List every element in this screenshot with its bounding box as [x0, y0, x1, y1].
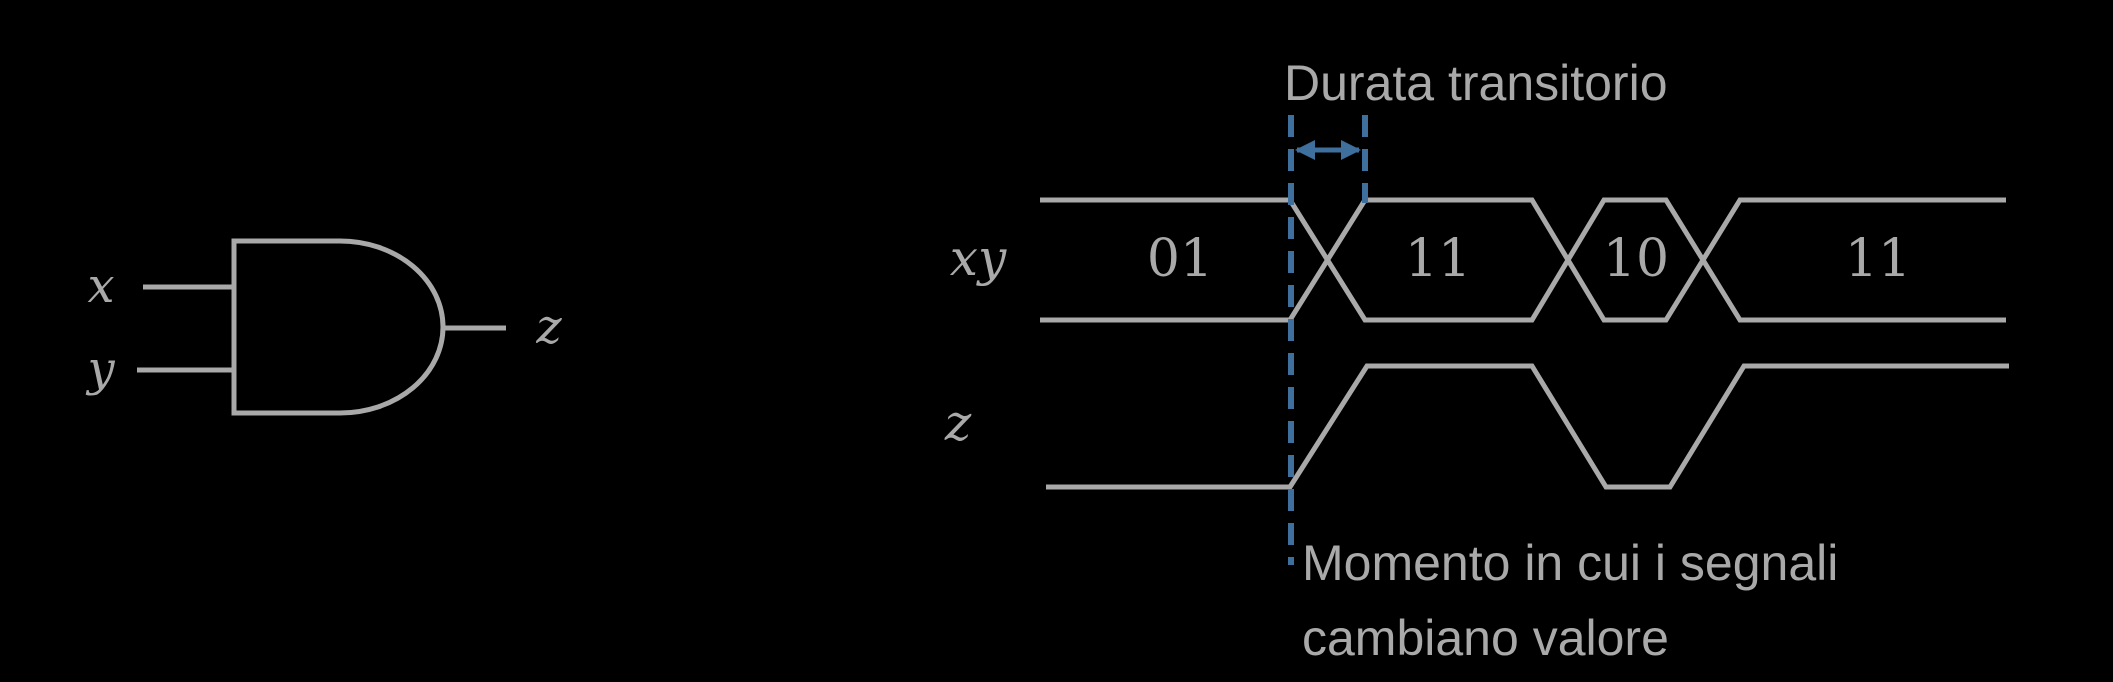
change-note-line2: cambiano valore: [1302, 610, 1669, 666]
xy-value-10: 10: [1603, 229, 1669, 289]
z-waveform: [1046, 363, 2009, 490]
input-y-label: y: [85, 341, 115, 397]
xy-value-11-first: 11: [1405, 229, 1471, 289]
transient-duration-label: Durata transitorio: [1284, 55, 1668, 111]
input-x-label: x: [87, 258, 114, 314]
xy-value-11-second: 11: [1845, 229, 1911, 289]
change-note-line1: Momento in cui i segnali: [1302, 535, 1838, 591]
xy-value-01: 01: [1147, 229, 1213, 289]
output-z-label: z: [535, 299, 562, 355]
and-gate: x y z: [85, 238, 562, 416]
timing-diagram: xy z 01 11 10 11 Durata transitorio Mome…: [944, 55, 2009, 666]
xy-bus-lower-line: [1040, 197, 2006, 323]
and-gate-body: [231, 238, 446, 416]
signal-z-label: z: [944, 394, 972, 452]
signal-xy-label: xy: [950, 229, 1007, 287]
